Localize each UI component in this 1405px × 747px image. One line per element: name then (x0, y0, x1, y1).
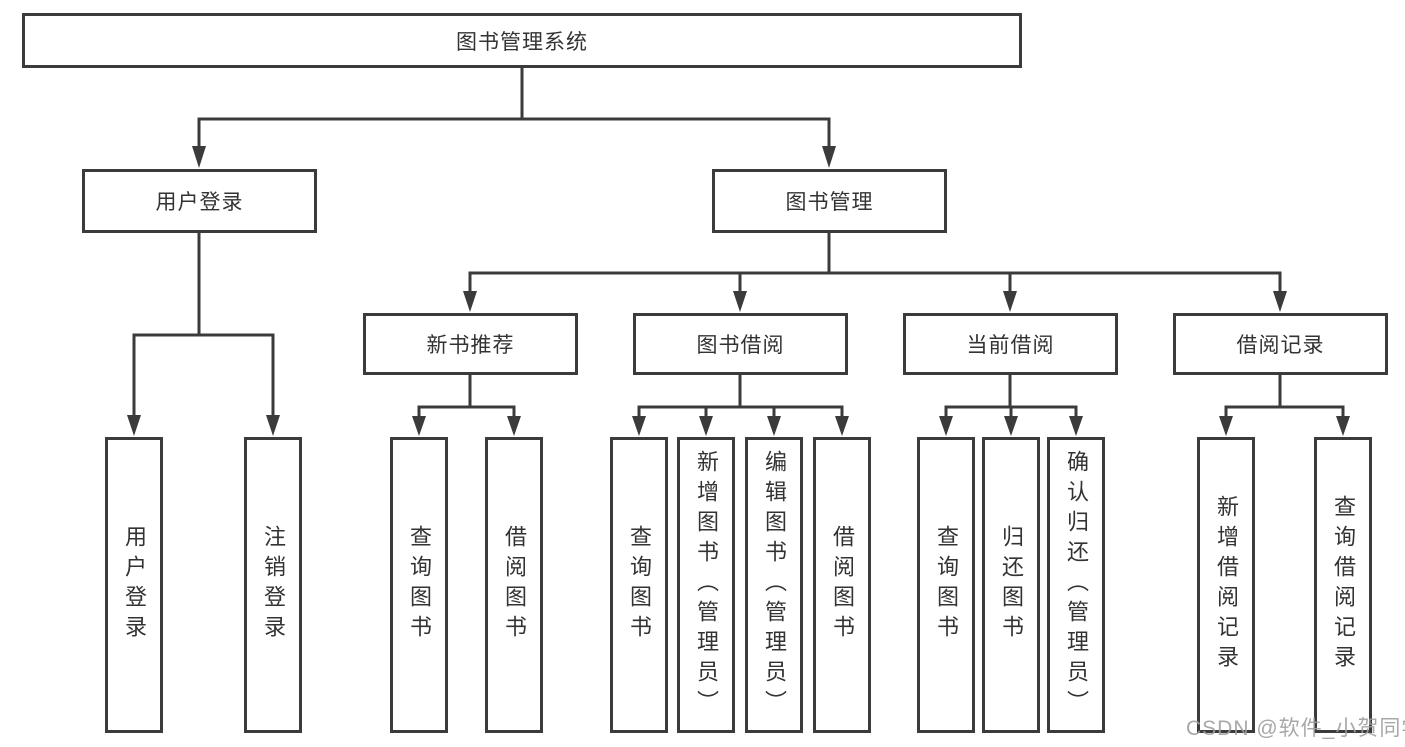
node-user-login: 用户登录 (82, 169, 317, 233)
node-book-management: 图书管理 (712, 169, 947, 233)
node-borrow-records: 借阅记录 (1173, 313, 1388, 375)
leaf-login-logout: 注销登录 (244, 437, 302, 733)
leaf-current-return-books: 归还图书 (982, 437, 1040, 733)
root-node: 图书管理系统 (22, 13, 1022, 68)
leaf-current-confirm-return-admin: 确认归还（管理员） (1047, 437, 1105, 733)
leaf-newbooks-query-books: 查询图书 (390, 437, 448, 733)
node-new-book-recommend: 新书推荐 (363, 313, 578, 375)
leaf-login-user-login: 用户登录 (105, 437, 163, 733)
leaf-borrow-borrow-books: 借阅图书 (813, 437, 871, 733)
leaf-newbooks-borrow-books: 借阅图书 (485, 437, 543, 733)
leaf-records-add-borrow-record: 新增借阅记录 (1197, 437, 1255, 733)
leaf-borrow-query-books: 查询图书 (610, 437, 668, 733)
leaf-current-query-books: 查询图书 (917, 437, 975, 733)
node-book-borrow: 图书借阅 (633, 313, 848, 375)
watermark: CSDN @软件_小贺同学 (1186, 717, 1405, 740)
leaf-borrow-add-books-admin: 新增图书（管理员） (677, 437, 735, 733)
node-current-borrow: 当前借阅 (903, 313, 1118, 375)
leaf-borrow-edit-books-admin: 编辑图书（管理员） (745, 437, 803, 733)
leaf-records-query-borrow-record: 查询借阅记录 (1314, 437, 1372, 733)
